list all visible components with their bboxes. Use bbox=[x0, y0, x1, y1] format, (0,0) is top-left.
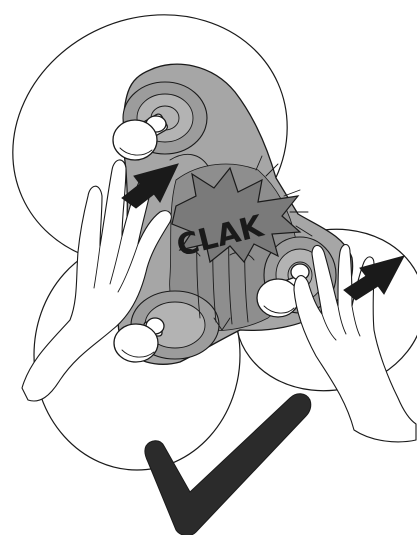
checkmark-icon bbox=[145, 394, 311, 535]
checkmark-shape bbox=[145, 394, 311, 535]
